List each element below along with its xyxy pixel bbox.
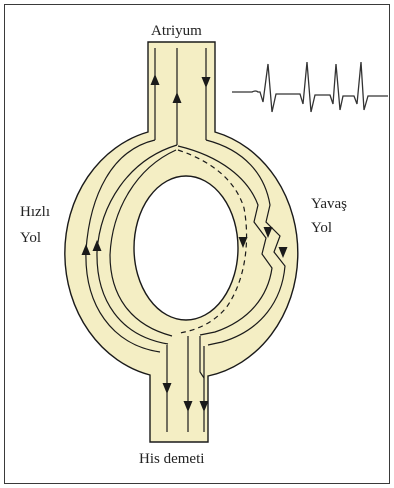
slow-path-label-line2: Yol (311, 219, 332, 237)
slow-path-label-line1: Yavaş (311, 195, 347, 213)
fast-path-label-line1: Hızlı (20, 203, 50, 221)
fast-path-label-line2: Yol (20, 229, 41, 247)
ecg-trace (232, 62, 388, 112)
atrium-label: Atriyum (151, 22, 202, 40)
his-bundle-label: His demeti (139, 450, 204, 468)
